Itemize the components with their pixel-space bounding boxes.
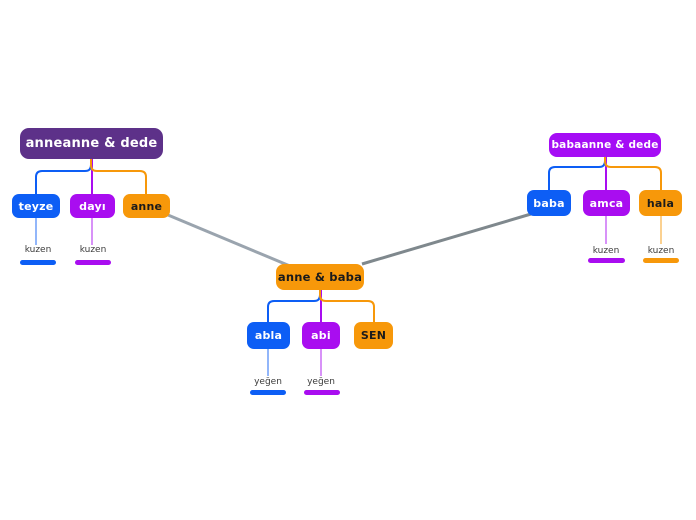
edge-anneanne-anne xyxy=(90,159,147,194)
kuzen-dayi-bar[interactable] xyxy=(75,260,111,265)
edge-annebaba-sen xyxy=(319,290,375,322)
edge-baba-to-annebaba xyxy=(361,212,532,266)
yegen-abi-bar[interactable] xyxy=(304,390,340,395)
node-dayi[interactable]: dayı xyxy=(70,194,115,218)
node-anne[interactable]: anne xyxy=(123,194,170,218)
node-yegen-abi[interactable]: yeğen xyxy=(307,377,335,387)
node-baba[interactable]: baba xyxy=(527,190,571,216)
node-kuzen-dayi[interactable]: kuzen xyxy=(79,245,107,255)
node-kuzen-hala[interactable]: kuzen xyxy=(647,246,675,256)
node-teyze[interactable]: teyze xyxy=(12,194,60,218)
node-abi[interactable]: abi xyxy=(302,322,340,349)
node-sen[interactable]: SEN xyxy=(354,322,393,349)
node-babaanne-dede[interactable]: babaanne & dede xyxy=(549,133,661,157)
kuzen-amca-bar[interactable] xyxy=(588,258,625,263)
node-hala[interactable]: hala xyxy=(639,190,682,216)
node-anne-baba[interactable]: anne & baba xyxy=(276,264,364,290)
edge-annebaba-abla xyxy=(267,290,321,322)
yegen-abla-bar[interactable] xyxy=(250,390,286,395)
edge-babaanne-hala xyxy=(604,157,662,190)
node-yegen-abla[interactable]: yeğen xyxy=(254,377,282,387)
edge-anneanne-teyze xyxy=(35,159,92,194)
node-anneanne-dede[interactable]: anneanne & dede xyxy=(20,128,163,159)
node-amca[interactable]: amca xyxy=(583,190,630,216)
node-kuzen-amca[interactable]: kuzen xyxy=(592,246,620,256)
edge-babaanne-baba xyxy=(548,157,606,190)
node-abla[interactable]: abla xyxy=(247,322,290,349)
kuzen-teyze-bar[interactable] xyxy=(20,260,56,265)
kuzen-hala-bar[interactable] xyxy=(643,258,679,263)
edge-anne-to-annebaba xyxy=(167,213,291,268)
node-kuzen-teyze[interactable]: kuzen xyxy=(24,245,52,255)
